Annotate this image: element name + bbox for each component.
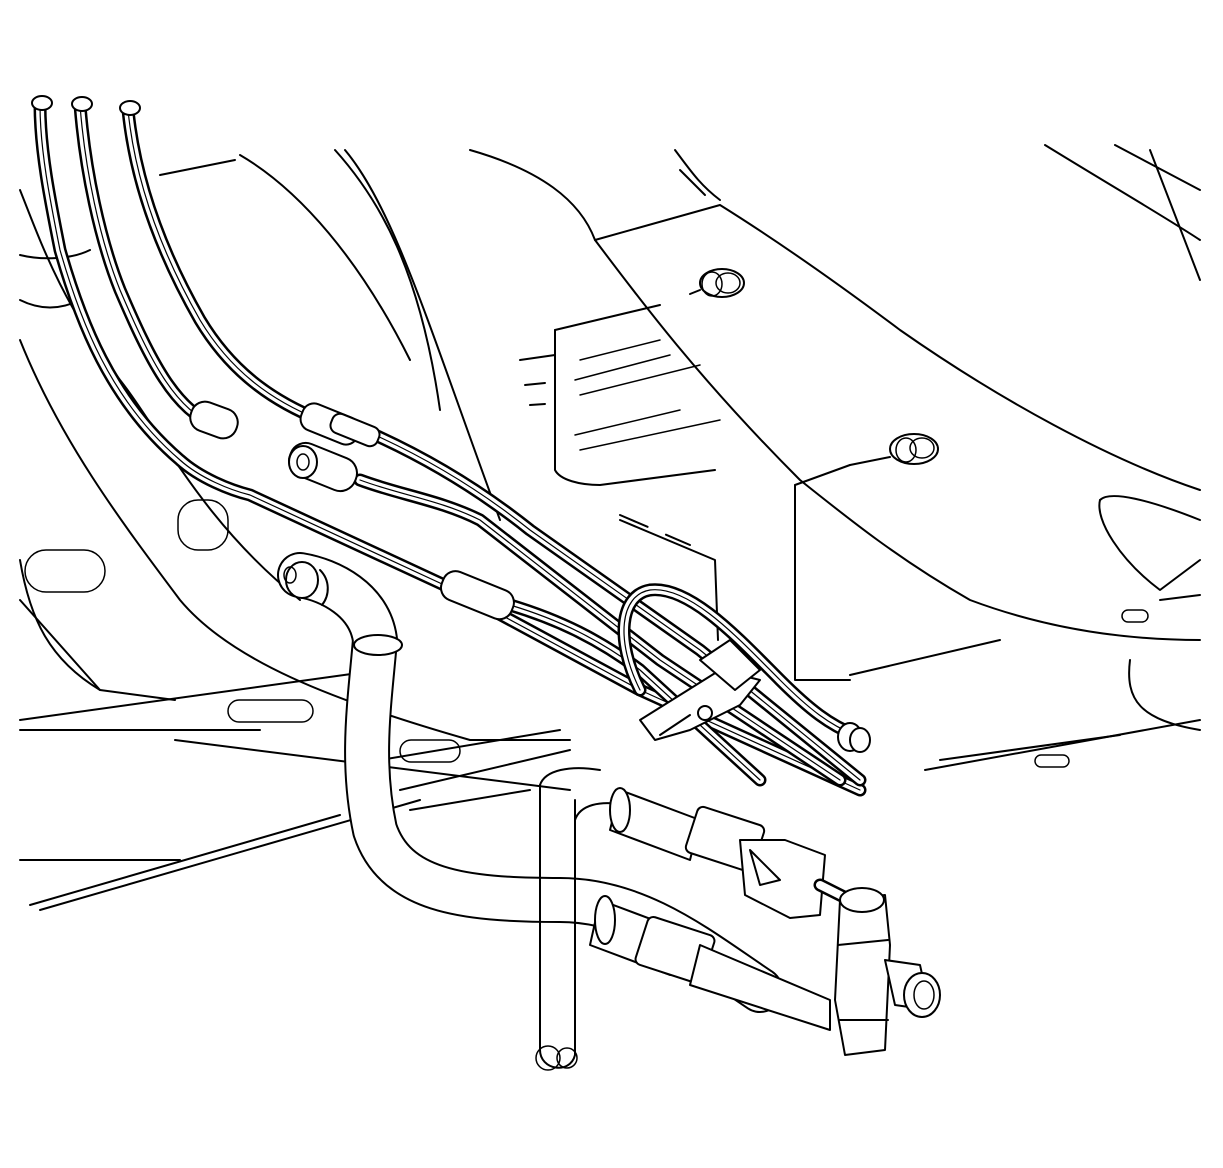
line-retainer-clip xyxy=(639,639,761,741)
fuel-lines xyxy=(535,767,626,1071)
threaded-nut-fitting xyxy=(589,787,857,1031)
underbody-panel xyxy=(19,144,1201,911)
brake-lines xyxy=(31,95,871,797)
tee-fitting xyxy=(834,887,941,1056)
fuel-line-fittings xyxy=(189,400,515,621)
